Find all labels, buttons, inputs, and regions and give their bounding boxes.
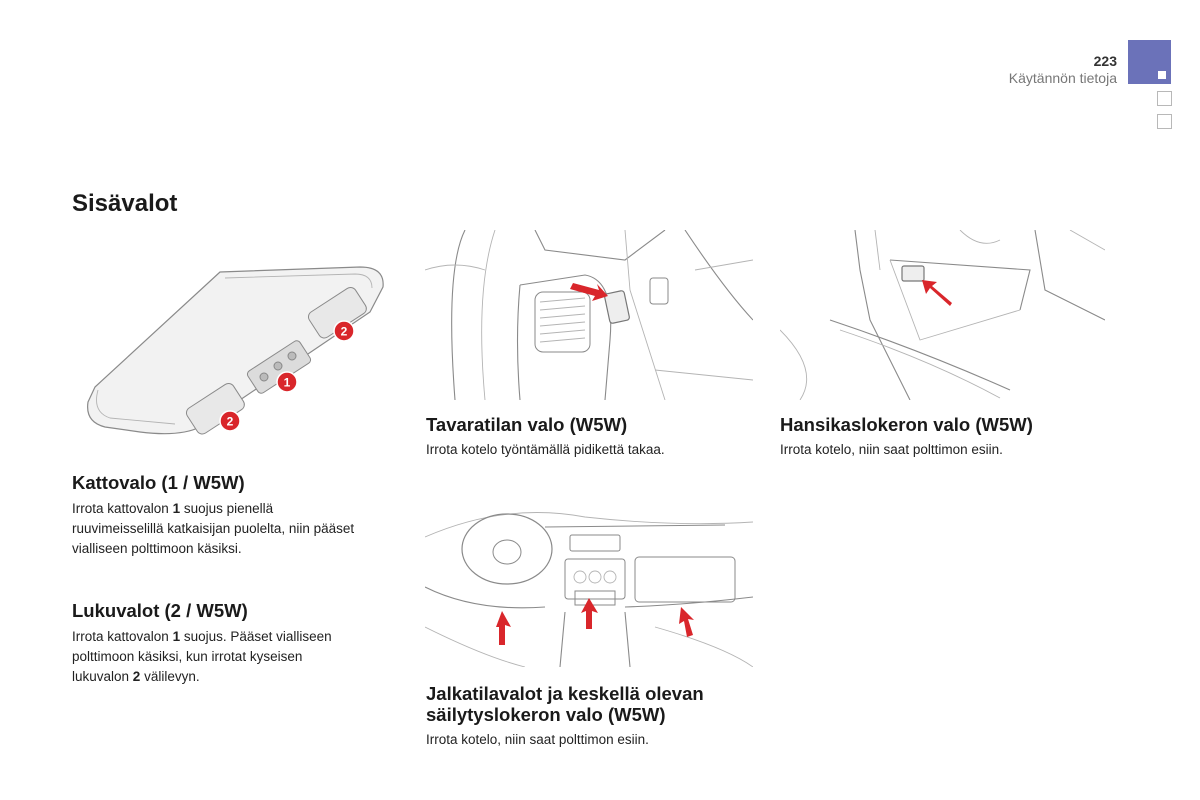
callout-2: 2	[341, 325, 348, 339]
arrow-icon	[581, 598, 598, 629]
callout-1: 1	[284, 376, 291, 390]
glovebox-lamp	[901, 265, 925, 282]
trunk-light-illustration	[425, 230, 753, 400]
callout-1-icon: 1	[276, 371, 298, 393]
ceiling-light-heading: Kattovalo (1 / W5W)	[72, 472, 245, 493]
reading-lights-heading: Lukuvalot (2 / W5W)	[72, 600, 248, 621]
callout-2: 2	[227, 415, 234, 429]
chapter-tab-box	[1157, 91, 1172, 106]
trunk-light-text: Irrota kotelo työntämällä pidikettä taka…	[426, 442, 665, 457]
glovebox-light-block: Hansikaslokeron valo (W5W) Irrota kotelo…	[780, 414, 1140, 460]
trunk-light-heading: Tavaratilan valo (W5W)	[426, 414, 628, 435]
ceiling-light-block: Kattovalo (1 / W5W) Irrota kattovalon 1 …	[72, 472, 412, 559]
footwell-light-block: Jalkatilavalot ja keskellä olevan säilyt…	[426, 683, 786, 750]
section-title: Sisävalot	[72, 190, 178, 217]
chapter-tab-marker	[1158, 71, 1166, 79]
center-console	[564, 558, 626, 600]
dashboard-display	[569, 534, 621, 552]
glovebox-light-heading: Hansikaslokeron valo (W5W)	[780, 414, 1033, 435]
chapter-tab-box	[1157, 114, 1172, 129]
arrow-icon	[496, 611, 511, 645]
ceiling-light-illustration: 1 2 2	[87, 266, 384, 435]
reading-lights-text: Irrota kattovalon 1 suojus. Pääset viall…	[72, 629, 332, 684]
trunk-lamp	[604, 290, 630, 324]
glovebox-door	[634, 556, 736, 603]
arrow-icon	[570, 283, 608, 301]
center-storage	[574, 590, 616, 606]
chapter-title: Käytännön tietoja	[1008, 70, 1117, 86]
arrow-icon	[679, 607, 694, 637]
glovebox-light-illustration	[780, 230, 1105, 400]
reading-lights-block: Lukuvalot (2 / W5W) Irrota kattovalon 1 …	[72, 600, 412, 687]
callout-2-icon: 2	[333, 320, 355, 342]
steering-wheel	[461, 513, 553, 585]
trunk-vent	[534, 291, 591, 353]
glovebox-light-text: Irrota kotelo, niin saat polttimon esiin…	[780, 442, 1003, 457]
footwell-light-heading: Jalkatilavalot ja keskellä olevan säilyt…	[426, 683, 704, 725]
page-number: 223	[1093, 53, 1117, 69]
footwell-light-text: Irrota kotelo, niin saat polttimon esiin…	[426, 732, 649, 747]
ceiling-light-text: Irrota kattovalon 1 suojus pienellä ruuv…	[72, 501, 355, 556]
arrow-icon	[922, 280, 952, 306]
footwell-light-illustration	[425, 512, 753, 667]
trunk-light-block: Tavaratilan valo (W5W) Irrota kotelo työ…	[426, 414, 766, 460]
ceiling-light-housing	[87, 266, 384, 435]
callout-2-icon: 2	[219, 410, 241, 432]
